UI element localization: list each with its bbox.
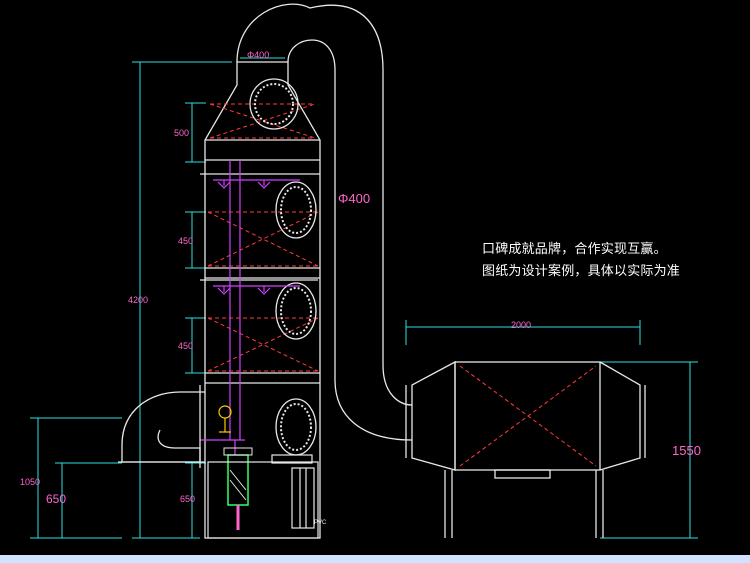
carbon-box-cross [459,365,597,467]
dimension-lines [30,57,698,539]
dim-section-2: 450 [178,341,193,351]
port-4 [275,398,317,456]
dim-overall-height: 4200 [128,295,148,305]
circulation-pump [223,447,253,530]
caption-line-1: 口碑成就品牌，合作实现互赢。 [482,242,667,257]
bottom-strip [0,555,750,563]
carbon-box [405,360,646,538]
dim-inlet-height: 1050 [20,477,40,487]
water-tank [207,454,319,539]
port-2 [275,181,317,239]
inlet-duct [118,385,205,468]
caption-line-2: 图纸为设计案例，具体以实际为准 [482,264,681,279]
dim-side-diameter: Φ400 [338,191,370,206]
dim-top-section: 500 [174,128,189,138]
pump-label: PVC [314,520,327,526]
spray-system [200,160,300,455]
dim-top-diameter: Φ400 [247,50,269,60]
dimension-texts: Φ400 Φ400 4200 500 450 450 650 1050 650 … [20,50,701,506]
dim-base-height: 650 [180,494,195,504]
port-3 [275,282,317,340]
dim-inlet-base: 650 [46,492,66,506]
dim-section-1: 450 [178,236,193,246]
pressure-gauge [218,405,232,433]
tower-outline [200,3,413,539]
dim-box-width: 2000 [511,320,531,330]
inspection-ports [249,78,317,456]
dim-box-height: 1550 [672,443,701,458]
port-1 [249,78,299,130]
